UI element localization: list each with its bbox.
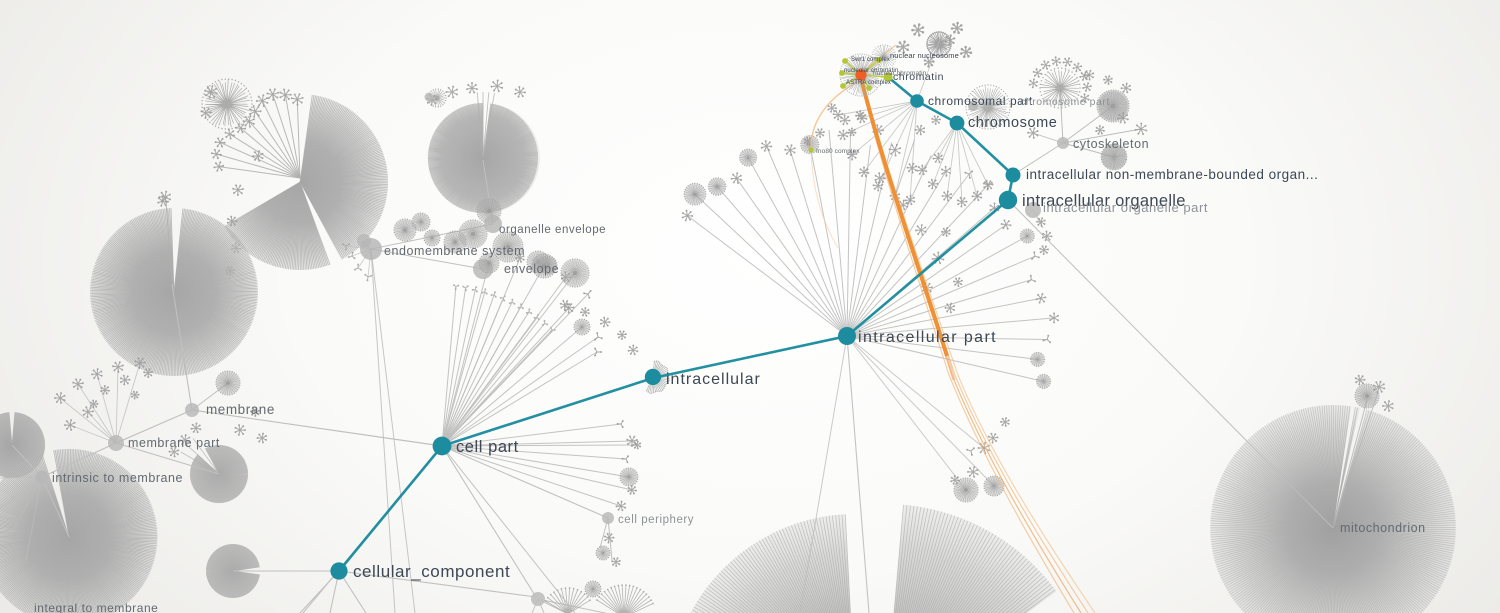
svg-text:Ino80 complex: Ino80 complex (816, 148, 860, 155)
svg-text:nuclear nucleosome: nuclear nucleosome (890, 51, 959, 60)
svg-text:cell part: cell part (456, 438, 519, 456)
svg-text:endomembrane system: endomembrane system (384, 244, 525, 258)
svg-text:mitochondrion: mitochondrion (1340, 521, 1426, 535)
svg-text:intracellular: intracellular (666, 371, 761, 388)
svg-text:envelope: envelope (504, 262, 559, 276)
svg-text:Swr1 complex: Swr1 complex (851, 57, 890, 63)
svg-text:organelle envelope: organelle envelope (499, 224, 606, 236)
svg-text:membrane part: membrane part (128, 436, 220, 450)
svg-text:cytoskeleton: cytoskeleton (1073, 137, 1149, 151)
svg-text:membrane: membrane (206, 402, 275, 417)
svg-text:chromosome part: chromosome part (1020, 96, 1110, 108)
svg-text:nucleolar chromatin: nucleolar chromatin (844, 68, 898, 74)
svg-text:ASTRA complex: ASTRA complex (846, 80, 891, 86)
svg-text:cell periphery: cell periphery (618, 514, 694, 526)
svg-text:intracellular organelle: intracellular organelle (1022, 192, 1186, 210)
svg-text:nuclear chromatin: nuclear chromatin (873, 70, 927, 77)
svg-text:intracellular organelle part: intracellular organelle part (1043, 200, 1208, 215)
svg-text:integral to membrane: integral to membrane (34, 601, 158, 613)
svg-text:chromosome: chromosome (968, 115, 1057, 131)
svg-text:chromosomal part: chromosomal part (928, 94, 1033, 108)
svg-text:chromatin: chromatin (893, 71, 944, 83)
svg-text:intrinsic to membrane: intrinsic to membrane (52, 471, 183, 485)
svg-text:intracellular non-membrane-bou: intracellular non-membrane-bounded organ… (1026, 167, 1318, 182)
svg-text:cellular_component: cellular_component (353, 562, 510, 581)
svg-text:intracellular part: intracellular part (858, 329, 997, 346)
